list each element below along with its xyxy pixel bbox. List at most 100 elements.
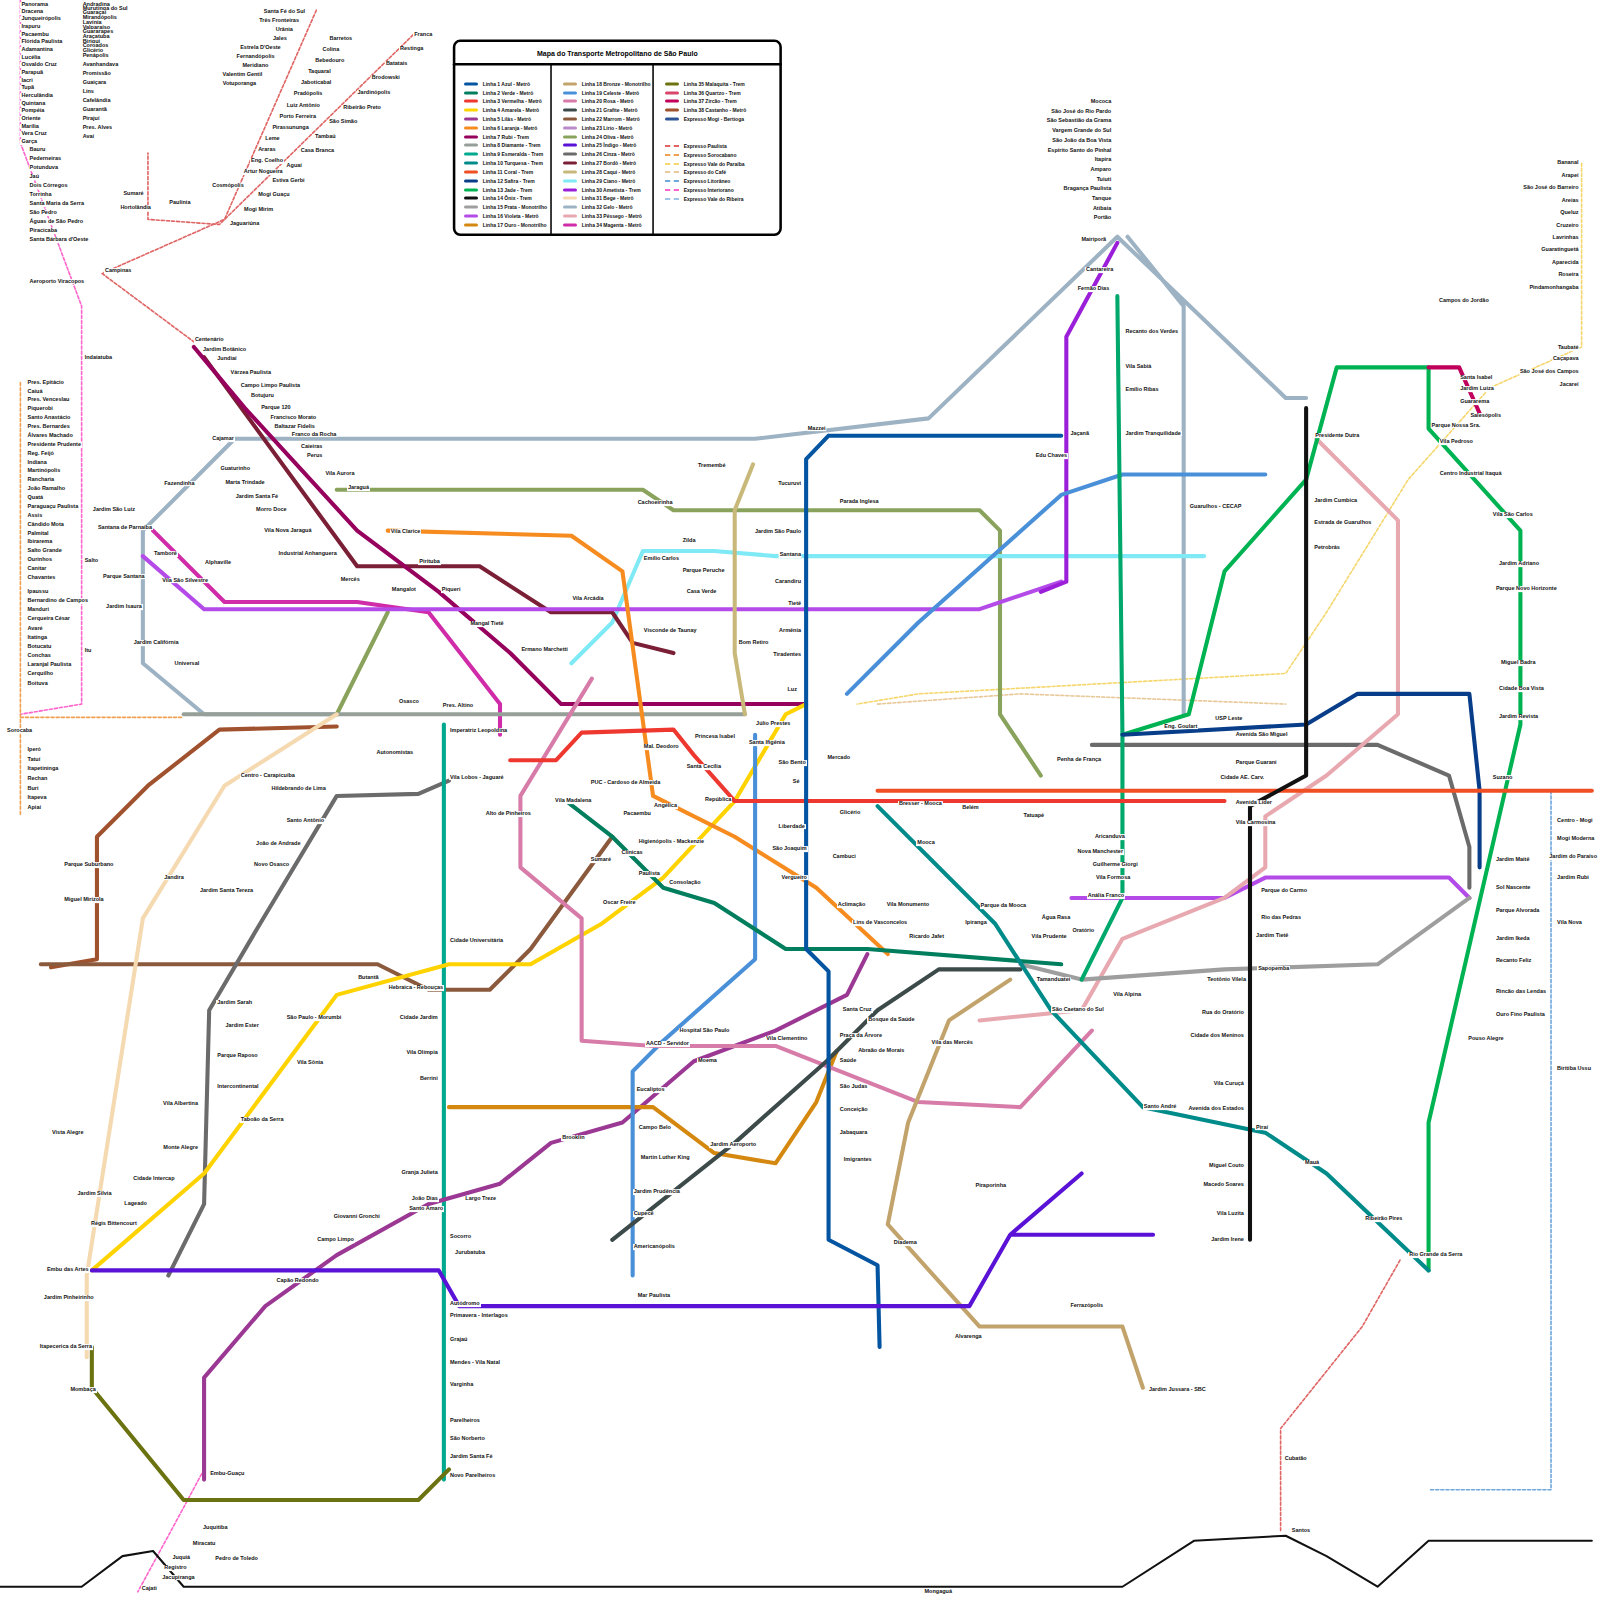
station-label: Jardim do Paraíso (1548, 854, 1598, 860)
station-label: Araras (257, 147, 276, 153)
station-label: Vila Nova (1556, 921, 1583, 927)
legend-swatch (464, 82, 478, 85)
station-label: Adamantina (20, 47, 53, 53)
station-label: Paulínia (168, 200, 191, 206)
legend-text: Linha 6 Laranja - Metrô (483, 125, 538, 130)
station-label: Tamanduateí (1036, 977, 1072, 983)
station-label: Tambaú (314, 134, 337, 140)
station-label: Clínicas (620, 850, 643, 856)
station-label: Caiuá (27, 389, 44, 395)
legend-swatch (464, 109, 478, 112)
legend-swatch (665, 163, 679, 165)
station-label: Bragança Paulista (1063, 186, 1113, 192)
station-label: Santa Cruz (842, 1007, 873, 1013)
station-label: República (704, 797, 732, 803)
station-label: Recanto Feliz (1495, 958, 1532, 964)
station-label: Biritiba Ussu (1556, 1066, 1592, 1072)
station-label: São Pedro (29, 210, 58, 216)
station-label: Brodowski (371, 76, 401, 82)
station-label: Vergueiro (781, 875, 808, 881)
station-label: Jardim Botânico (202, 347, 247, 353)
station-label: Aclimação (837, 902, 867, 908)
station-label: Angélica (653, 803, 678, 809)
station-label: Cosmópolis (211, 183, 244, 189)
station-label: Rincão das Lendas (1495, 989, 1547, 995)
line-path (92, 704, 806, 1270)
station-label: Jardim Santa Fé (235, 494, 280, 500)
legend-swatch (563, 135, 577, 138)
station-label: Franco da Rocha (291, 432, 338, 438)
legend-text: Linha 21 Grafite - Metrô (582, 108, 638, 113)
legend-swatch (563, 100, 577, 103)
station-label: João de Andrade (255, 841, 301, 847)
station-label: Sumaré (590, 857, 612, 863)
line-path (566, 801, 1061, 964)
station-label: Pindamonhangaba (1528, 285, 1579, 291)
station-label: Jardim Califórnia (133, 640, 180, 646)
station-label: Vila Monumento (886, 902, 930, 908)
station-label: Valentim Gentil (222, 72, 264, 78)
station-label: Conchas (27, 653, 52, 659)
station-label: Franca (413, 32, 433, 38)
station-label: Parelheiros (449, 1419, 481, 1425)
station-label: Pres. Altino (442, 703, 474, 709)
station-label: Tamboré (153, 551, 178, 557)
station-label: Vila Curuçá (1213, 1081, 1245, 1087)
station-label: São Paulo - Morumbi (286, 1015, 343, 1021)
station-label: Glicério (839, 810, 861, 816)
line-path (153, 531, 500, 735)
station-label: Penha de França (1056, 757, 1102, 763)
station-label: Granja Julieta (400, 1171, 438, 1177)
line-path (204, 954, 867, 1480)
station-label: Anália Franco (1087, 893, 1125, 899)
station-label: Cidade Intercap (132, 1176, 175, 1182)
station-label: Mangalot (391, 587, 417, 593)
legend-text: Linha 19 Celeste - Metrô (582, 90, 640, 95)
legend-text: Expresso Litorâneo (684, 179, 731, 184)
station-label: Ibirarema (27, 540, 54, 546)
station-label: Visconde de Taunay (643, 628, 698, 634)
station-label: PUC - Cardoso de Almeida (590, 780, 661, 786)
legend-swatch (665, 154, 679, 156)
station-label: Miracatu (192, 1541, 217, 1547)
station-label: Parque Santana (102, 574, 146, 580)
legend-swatch (665, 180, 679, 182)
station-label: Sé (792, 779, 801, 785)
station-label: Jardim São Paulo (754, 529, 802, 535)
station-label: Mogi Guaçu (257, 192, 290, 198)
line-path (454, 41, 781, 235)
station-label: São Bento (778, 760, 807, 766)
station-label: Iacri (20, 78, 33, 84)
legend-text: Linha 8 Diamante - Trem (483, 143, 541, 148)
legend-text: Linha 38 Castanho - Metrô (684, 108, 747, 113)
station-label: Ribeirão Preto (342, 105, 382, 111)
legend-swatch (464, 126, 478, 129)
station-label: Princesa Isabel (694, 734, 736, 740)
line-path (87, 714, 337, 1357)
station-label: Santos (1291, 1528, 1311, 1534)
station-label: Jardim Luiza (1459, 386, 1495, 392)
line-path (735, 464, 753, 714)
station-label: Iperó (27, 747, 42, 753)
station-label: Vila Arcádia (571, 596, 604, 602)
legend-text: Linha 14 Ônix - Trem (483, 196, 532, 201)
station-label: João Dias (411, 1196, 439, 1202)
station-label: Aguaí (286, 163, 303, 169)
station-label: Alto de Pinheiros (485, 811, 532, 817)
station-label: São Judas (839, 1084, 869, 1090)
legend-swatch (464, 188, 478, 191)
station-label: Parapuã (20, 70, 44, 76)
station-label: Boituva (27, 681, 49, 687)
station-label: Santo Anastácio (27, 415, 72, 421)
legend-text: Linha 2 Verde - Metrô (483, 90, 534, 95)
station-label: Parque Alvorada (1495, 908, 1541, 914)
station-label: Bernardino de Campos (27, 598, 90, 604)
station-label: Vila São Carlos (1492, 512, 1534, 518)
station-label: Hebraica - Rebouças (388, 985, 444, 991)
station-label: Parque Nossa Sra. (1431, 423, 1482, 429)
station-label: Ipaussu (27, 589, 50, 595)
station-label: Miguel Couto (1208, 1163, 1245, 1169)
legend-text: Linha 7 Rubi - Trem (483, 134, 529, 139)
station-label: Sumaré (122, 191, 144, 197)
station-label: Eng. Goulart (1163, 724, 1198, 730)
